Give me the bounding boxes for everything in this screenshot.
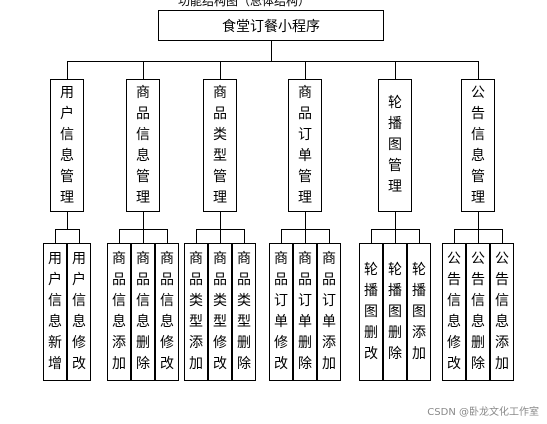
submodule-1-2-box: 商品信息修改 (155, 243, 179, 381)
module-down-0 (67, 212, 68, 229)
submodule-3-1-box: 商品订单删除 (293, 243, 317, 381)
child-connector-0-1 (79, 229, 80, 243)
submodule-2-2-box: 商品类型删除 (232, 243, 256, 381)
module-5-label: 公告信息管理 (471, 84, 485, 206)
submodule-4-2-box: 轮播图添加 (407, 243, 431, 381)
submodule-0-0-box: 用户信息新增 (43, 243, 67, 381)
submodule-4-1-label: 轮播图删除 (388, 261, 402, 362)
root-label: 食堂订餐小程序 (222, 18, 320, 35)
module-3-box: 商品订单管理 (288, 79, 322, 212)
child-connector-2-0 (196, 229, 197, 243)
submodule-2-1-box: 商品类型修改 (208, 243, 232, 381)
child-bus-0 (55, 229, 80, 230)
submodule-0-0-label: 用户信息新增 (48, 251, 62, 372)
module-5-box: 公告信息管理 (461, 79, 495, 212)
child-connector-1-1 (143, 229, 144, 243)
module-1-box: 商品信息管理 (126, 79, 160, 212)
module-2-label: 商品类型管理 (213, 84, 227, 206)
submodule-1-2-label: 商品信息修改 (160, 251, 174, 372)
root-connector (271, 41, 272, 61)
module-3-label: 商品订单管理 (298, 84, 312, 206)
submodule-2-2-label: 商品类型删除 (237, 251, 251, 372)
module-0-label: 用户信息管理 (60, 84, 74, 206)
module-bus (67, 61, 479, 62)
submodule-5-0-label: 公告信息修改 (447, 251, 461, 372)
child-connector-4-0 (371, 229, 372, 243)
submodule-3-1-label: 商品订单删除 (298, 251, 312, 372)
module-down-3 (305, 212, 306, 229)
module-4-label: 轮播图管理 (388, 95, 402, 195)
root-box: 食堂订餐小程序 (158, 10, 384, 41)
child-connector-0-0 (55, 229, 56, 243)
module-down-5 (478, 212, 479, 229)
child-connector-2-1 (220, 229, 221, 243)
submodule-3-0-label: 商品订单修改 (274, 251, 288, 372)
child-connector-3-1 (305, 229, 306, 243)
child-connector-3-2 (329, 229, 330, 243)
child-connector-4-2 (419, 229, 420, 243)
submodule-5-2-label: 公告信息添加 (495, 251, 509, 372)
child-connector-4-1 (395, 229, 396, 243)
submodule-4-1-box: 轮播图删除 (383, 243, 407, 381)
module-down-2 (220, 212, 221, 229)
submodule-0-1-box: 用户信息修改 (67, 243, 91, 381)
top-caption-fragment: 功能结构图（总体结构） (178, 0, 311, 8)
submodule-3-0-box: 商品订单修改 (269, 243, 293, 381)
submodule-3-2-box: 商品订单添加 (317, 243, 341, 381)
module-4-box: 轮播图管理 (378, 79, 412, 212)
child-connector-1-0 (119, 229, 120, 243)
submodule-5-0-box: 公告信息修改 (442, 243, 466, 381)
module-2-box: 商品类型管理 (203, 79, 237, 212)
child-connector-5-2 (502, 229, 503, 243)
child-connector-1-2 (167, 229, 168, 243)
submodule-5-1-label: 公告信息删除 (471, 251, 485, 372)
module-connector-5 (478, 61, 479, 79)
submodule-2-1-label: 商品类型修改 (213, 251, 227, 372)
module-connector-3 (305, 61, 306, 79)
submodule-1-0-label: 商品信息添加 (112, 251, 126, 372)
submodule-4-0-box: 轮播图删改 (359, 243, 383, 381)
submodule-1-0-box: 商品信息添加 (107, 243, 131, 381)
submodule-1-1-label: 商品信息删除 (136, 251, 150, 372)
module-connector-4 (395, 61, 396, 79)
module-connector-2 (220, 61, 221, 79)
submodule-1-1-box: 商品信息删除 (131, 243, 155, 381)
submodule-3-2-label: 商品订单添加 (322, 251, 336, 372)
module-down-1 (143, 212, 144, 229)
submodule-4-0-label: 轮播图删改 (364, 261, 378, 362)
submodule-5-2-box: 公告信息添加 (490, 243, 514, 381)
submodule-2-0-box: 商品类型添加 (184, 243, 208, 381)
submodule-4-2-label: 轮播图添加 (412, 261, 426, 362)
submodule-0-1-label: 用户信息修改 (72, 251, 86, 372)
module-down-4 (395, 212, 396, 229)
submodule-2-0-label: 商品类型添加 (189, 251, 203, 372)
submodule-5-1-box: 公告信息删除 (466, 243, 490, 381)
watermark: CSDN @卧龙文化工作室 (427, 407, 539, 418)
child-connector-5-1 (478, 229, 479, 243)
child-connector-2-2 (244, 229, 245, 243)
module-0-box: 用户信息管理 (50, 79, 84, 212)
module-connector-0 (67, 61, 68, 79)
module-connector-1 (143, 61, 144, 79)
child-connector-5-0 (454, 229, 455, 243)
child-connector-3-0 (281, 229, 282, 243)
module-1-label: 商品信息管理 (136, 84, 150, 206)
